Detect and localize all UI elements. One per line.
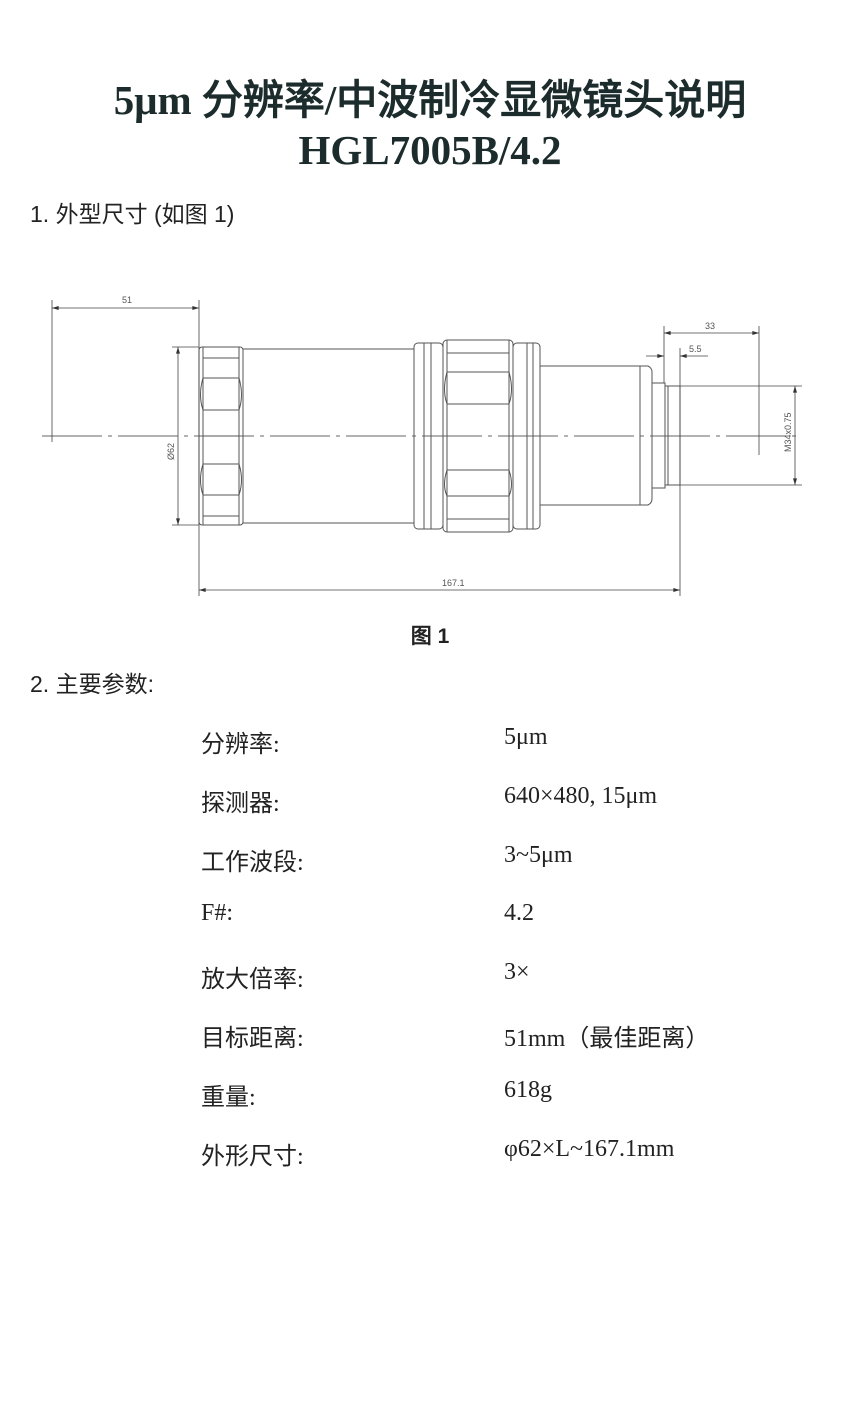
param-row-resolution: 分辨率: 5μm bbox=[0, 724, 860, 764]
section-heading-dimensions: 1. 外型尺寸 (如图 1) bbox=[30, 201, 235, 227]
dim-diameter: Ø62 bbox=[166, 443, 176, 460]
param-label: 分辨率: bbox=[201, 732, 280, 758]
figure-caption: 图 1 bbox=[410, 625, 450, 648]
param-row-waveband: 工作波段: 3~5μm bbox=[0, 842, 860, 882]
param-row-weight: 重量: 618g bbox=[0, 1077, 860, 1117]
param-value: 3~5μm bbox=[504, 842, 573, 868]
param-row-fnumber: F#: 4.2 bbox=[0, 900, 860, 940]
lens-technical-drawing: 51 Ø62 167.1 33 5.5 M34x0.75 bbox=[42, 295, 802, 596]
param-row-detector: 探测器: 640×480, 15μm bbox=[0, 783, 860, 823]
dim-total-length: 167.1 bbox=[442, 578, 465, 588]
param-label: 探测器: bbox=[201, 791, 280, 817]
section-heading-parameters: 2. 主要参数: bbox=[30, 671, 154, 697]
param-label: 工作波段: bbox=[201, 850, 304, 876]
dim-thread: M34x0.75 bbox=[783, 412, 793, 452]
param-value: 3× bbox=[504, 959, 530, 985]
document-title: 5μm 分辨率/中波制冷显微镜头说明 bbox=[113, 77, 747, 123]
dim-rear-length: 33 bbox=[705, 321, 715, 331]
param-row-target-distance: 目标距离: 51mm（最佳距离） bbox=[0, 1018, 860, 1058]
dim-working-distance: 51 bbox=[122, 295, 132, 305]
param-label: 目标距离: bbox=[201, 1026, 304, 1052]
param-label: 重量: bbox=[201, 1085, 256, 1111]
param-value: 4.2 bbox=[504, 900, 534, 926]
param-value: 51mm（最佳距离） bbox=[504, 1026, 710, 1052]
param-value: 5μm bbox=[504, 724, 548, 750]
param-value: 640×480, 15μm bbox=[504, 783, 658, 809]
param-value: φ62×L~167.1mm bbox=[504, 1136, 675, 1162]
param-row-outline-size: 外形尺寸: φ62×L~167.1mm bbox=[0, 1136, 860, 1176]
param-label: 放大倍率: bbox=[201, 967, 304, 993]
param-row-magnification: 放大倍率: 3× bbox=[0, 959, 860, 999]
param-label: 外形尺寸: bbox=[201, 1144, 304, 1170]
model-number: HGL7005B/4.2 bbox=[298, 127, 562, 173]
param-label: F#: bbox=[201, 900, 234, 926]
param-value: 618g bbox=[504, 1077, 552, 1103]
dim-flange: 5.5 bbox=[689, 344, 702, 354]
